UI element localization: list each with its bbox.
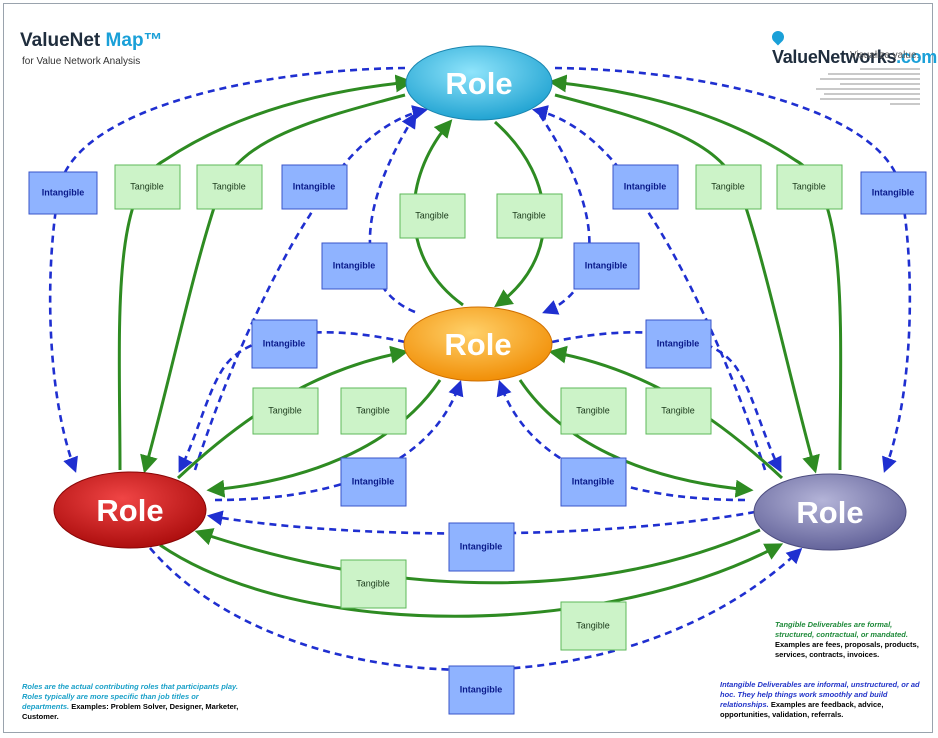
svg-text:Intangible: Intangible	[42, 187, 85, 197]
roles-note-examples: Examples: Problem Solver, Designer, Mark…	[22, 702, 239, 721]
tangible-note-definition: Tangible Deliverables are formal, struct…	[775, 620, 908, 639]
svg-text:Intangible: Intangible	[657, 338, 700, 348]
intangible-box: Intangible	[612, 164, 679, 210]
tangible-arrow	[194, 528, 761, 585]
tangible-arrow	[206, 379, 442, 498]
intangible-arrow	[193, 105, 429, 471]
tangible-box: Tangible	[496, 193, 563, 239]
svg-text:Tangible: Tangible	[130, 181, 164, 191]
intangible-box: Intangible	[448, 522, 515, 572]
intangible-box: Intangible	[573, 242, 640, 290]
intangible-box: Intangible	[340, 457, 407, 507]
tangible-box: Tangible	[560, 601, 627, 651]
role-left: Role	[53, 471, 207, 549]
map-title: ValueNet Map™	[20, 30, 163, 52]
brand-mark-icon	[769, 28, 787, 46]
svg-text:Tangible: Tangible	[661, 405, 695, 415]
intangible-arrow	[178, 331, 406, 473]
tangible-box: Tangible	[695, 164, 762, 210]
svg-text:Tangible: Tangible	[711, 181, 745, 191]
tangible-box: Tangible	[114, 164, 181, 210]
role-center: Role	[403, 306, 553, 382]
intangible-arrow	[531, 105, 767, 471]
tangible-box: Tangible	[645, 387, 712, 435]
svg-text:Intangible: Intangible	[333, 260, 376, 270]
intangible-box: Intangible	[281, 164, 348, 210]
map-subtitle: for Value Network Analysis	[22, 56, 141, 67]
svg-text:Tangible: Tangible	[792, 181, 826, 191]
intangible-box: Intangible	[448, 665, 515, 715]
svg-text:Intangible: Intangible	[624, 181, 667, 191]
brand-domain: .com	[896, 47, 937, 67]
tangible-arrow	[117, 74, 414, 471]
brand-name: ValueNetworks	[772, 47, 897, 67]
svg-text:Tangible: Tangible	[268, 405, 302, 415]
role-top: Role	[405, 45, 553, 121]
tangible-box: Tangible	[340, 559, 407, 609]
intangible-note: Intangible Deliverables are informal, un…	[720, 680, 930, 720]
svg-text:Tangible: Tangible	[356, 405, 390, 415]
svg-text:Tangible: Tangible	[576, 405, 610, 415]
intangible-arrow	[538, 114, 591, 315]
intangible-box: Intangible	[560, 457, 627, 507]
svg-text:Tangible: Tangible	[415, 210, 449, 220]
svg-text:Intangible: Intangible	[263, 338, 306, 348]
svg-text:Intangible: Intangible	[572, 476, 615, 486]
svg-text:Role: Role	[796, 495, 863, 530]
svg-text:Intangible: Intangible	[872, 187, 915, 197]
title-main: ValueNet	[20, 30, 101, 51]
brand-logo: ValueNetworks.com	[769, 26, 938, 68]
tangible-note: Tangible Deliverables are formal, struct…	[775, 620, 933, 660]
tangible-box: Tangible	[776, 164, 843, 210]
svg-text:Tangible: Tangible	[576, 620, 610, 630]
roles-note: Roles are the actual contributing roles …	[22, 682, 242, 722]
roles-note-definition: Roles are the actual contributing roles …	[22, 682, 239, 711]
intangible-note-examples: Examples are feedback, advice, opportuni…	[720, 700, 884, 719]
tangible-box: Tangible	[196, 164, 263, 210]
tangible-box: Tangible	[252, 387, 319, 435]
svg-text:Intangible: Intangible	[352, 476, 395, 486]
intangible-arrow	[551, 331, 782, 473]
intangible-box: Intangible	[645, 319, 712, 369]
tangible-arrow	[518, 379, 754, 498]
title-accent: Map™	[105, 30, 163, 51]
intangible-note-definition: Intangible Deliverables are informal, un…	[720, 680, 920, 709]
svg-text:Intangible: Intangible	[460, 541, 503, 551]
role-right: Role	[753, 473, 907, 551]
svg-text:Role: Role	[444, 327, 511, 362]
tangible-note-examples: Examples are fees, proposals, products, …	[775, 640, 919, 659]
svg-text:Tangible: Tangible	[212, 181, 246, 191]
svg-text:Role: Role	[96, 493, 163, 528]
tangible-box: Tangible	[340, 387, 407, 435]
tangible-box: Tangible	[399, 193, 466, 239]
fine-print-lines	[810, 68, 920, 108]
tangible-arrow	[548, 74, 843, 471]
brand-tagline: Visualize value.	[850, 50, 920, 61]
intangible-box: Intangible	[860, 171, 927, 215]
intangible-box: Intangible	[321, 242, 388, 290]
intangible-box: Intangible	[251, 319, 318, 369]
svg-text:Role: Role	[445, 66, 512, 101]
svg-text:Intangible: Intangible	[585, 260, 628, 270]
tangible-box: Tangible	[560, 387, 627, 435]
svg-text:Tangible: Tangible	[356, 578, 390, 588]
intangible-box: Intangible	[28, 171, 98, 215]
svg-text:Intangible: Intangible	[460, 684, 503, 694]
svg-text:Tangible: Tangible	[512, 210, 546, 220]
svg-text:Intangible: Intangible	[293, 181, 336, 191]
tangible-arrow	[159, 543, 784, 618]
